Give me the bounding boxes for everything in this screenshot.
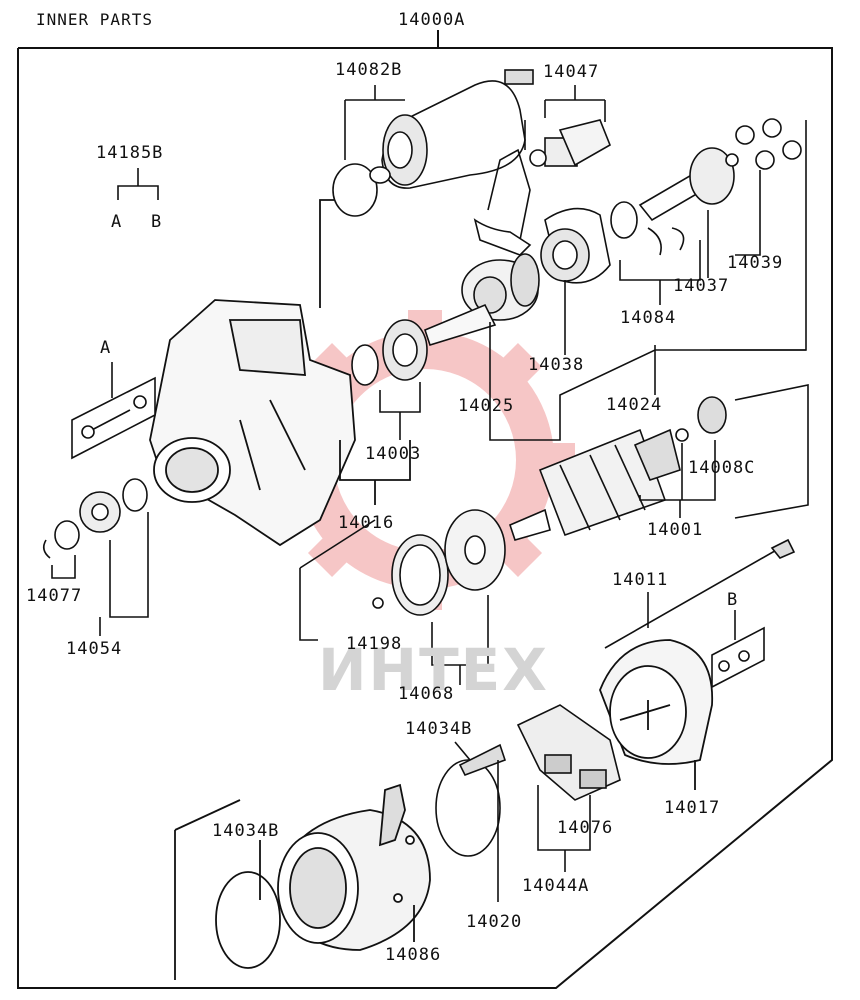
outer-frame bbox=[17, 30, 833, 989]
callout-14084: 14084 bbox=[620, 308, 677, 328]
armature bbox=[509, 384, 809, 541]
callout-14198: 14198 bbox=[346, 634, 403, 654]
callout-14076: 14076 bbox=[557, 818, 614, 838]
planetary-carrier bbox=[424, 253, 806, 441]
section-title: INNER PARTS bbox=[36, 10, 153, 29]
callout-14039: 14039 bbox=[727, 253, 784, 273]
yoke-rings bbox=[299, 509, 506, 685]
callout-14011: 14011 bbox=[612, 570, 669, 590]
callout-14016: 14016 bbox=[338, 513, 395, 533]
callout-14077: 14077 bbox=[26, 586, 83, 606]
callout-14054: 14054 bbox=[66, 639, 123, 659]
callout-14082b: 14082B bbox=[335, 60, 403, 80]
yoke-assembly bbox=[174, 783, 431, 980]
callout-14017: 14017 bbox=[664, 798, 721, 818]
kit-number: 14185B bbox=[96, 143, 164, 163]
assembly-number: 14000A bbox=[398, 10, 466, 30]
rear-cover bbox=[599, 639, 714, 790]
lever-assembly bbox=[473, 85, 612, 256]
subkit-a-bolts bbox=[71, 362, 156, 460]
callout-14034b-left: 14034B bbox=[212, 821, 280, 841]
front-bracket bbox=[149, 199, 411, 547]
callout-14037: 14037 bbox=[673, 276, 730, 296]
callout-14008c: 14008C bbox=[688, 458, 756, 478]
callout-14025: 14025 bbox=[458, 396, 515, 416]
callout-14020: 14020 bbox=[466, 912, 523, 932]
brush-holder bbox=[516, 704, 621, 872]
ref-b-label: B bbox=[727, 590, 739, 610]
through-bolt bbox=[604, 538, 796, 649]
gear-housing bbox=[540, 201, 701, 355]
kit-bracket bbox=[117, 168, 159, 200]
callout-14068: 14068 bbox=[398, 684, 455, 704]
pinion-group bbox=[42, 478, 149, 636]
callout-14003: 14003 bbox=[365, 444, 422, 464]
ref-a-label: A bbox=[100, 338, 112, 358]
callout-14024: 14024 bbox=[606, 395, 663, 415]
callout-14086: 14086 bbox=[385, 945, 442, 965]
kit-b-label: B bbox=[151, 212, 163, 232]
callout-14044a: 14044A bbox=[522, 876, 590, 896]
callout-14001: 14001 bbox=[647, 520, 704, 540]
callout-14047: 14047 bbox=[543, 62, 600, 82]
subkit-b bbox=[711, 610, 765, 689]
insulator-top bbox=[435, 741, 507, 902]
callout-14038: 14038 bbox=[528, 355, 585, 375]
kit-a-label: A bbox=[111, 212, 123, 232]
bearing-set bbox=[351, 319, 428, 440]
callout-14034b-top: 14034B bbox=[405, 719, 473, 739]
watermark-text: ИНТЕХ bbox=[318, 636, 549, 704]
solenoid bbox=[332, 69, 534, 217]
